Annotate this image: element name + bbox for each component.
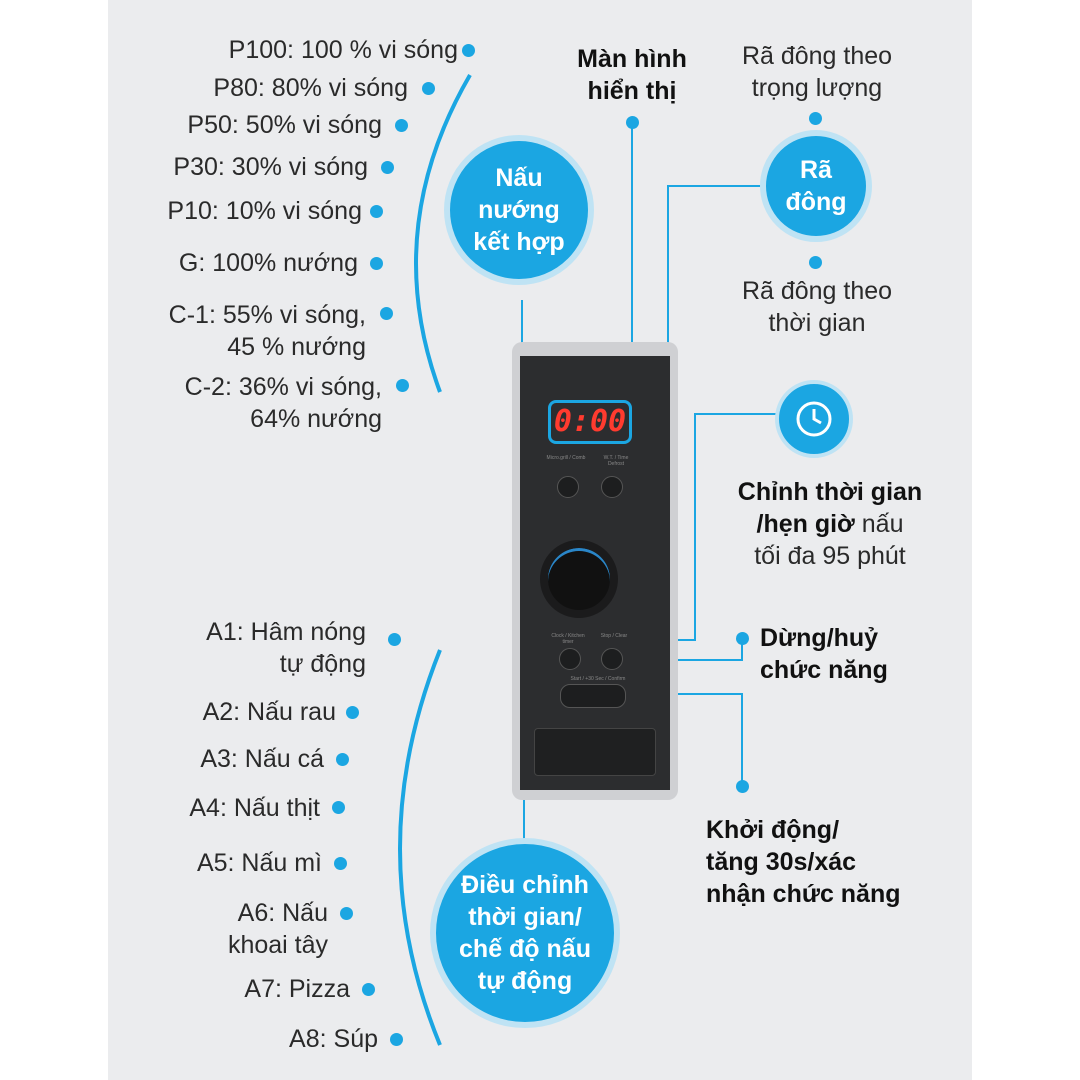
bullet-dot <box>390 1033 403 1046</box>
bullet-dot <box>370 257 383 270</box>
auto-menu: A7: Pizza <box>244 975 350 1003</box>
stop-label: Dừng/huỷ chức năng <box>760 624 888 684</box>
auto-menu: A1: Hâm nóng tự động <box>206 618 366 678</box>
start-label: Khởi động/ tăng 30s/xác nhận chức năng <box>706 816 901 908</box>
bullet-dot <box>626 116 639 129</box>
power-level: P80: 80% vi sóng <box>213 74 408 102</box>
bullet-dot <box>362 983 375 996</box>
btn-label-clock: Clock / Kitchen timer <box>551 633 585 645</box>
combo-cooking-circle: Nấu nướng kết hợp <box>444 135 594 285</box>
stop-button[interactable] <box>601 648 623 670</box>
auto-menu: A2: Nấu rau <box>202 698 336 726</box>
power-level: P50: 50% vi sóng <box>187 111 382 139</box>
auto-menu: A5: Nấu mì <box>196 849 322 877</box>
bullet-dot <box>809 256 822 269</box>
bullet-dot <box>396 379 409 392</box>
defrost-weight-label: Rã đông theo trọng lượng <box>741 42 893 102</box>
auto-menu: A8: Súp <box>289 1025 378 1053</box>
power-level: G: 100% nướng <box>178 249 358 277</box>
dial-circle: Điều chỉnh thời gian/ chế độ nấu tự động <box>430 838 620 1028</box>
start-button[interactable] <box>560 684 626 708</box>
bullet-dot <box>340 907 353 920</box>
bullet-dot <box>462 44 475 57</box>
defrost-circle: Rã đông <box>760 130 872 242</box>
bullet-dot <box>736 632 749 645</box>
bullet-dot <box>370 205 383 218</box>
combo-button[interactable] <box>557 476 579 498</box>
bullet-dot <box>380 307 393 320</box>
btn-label-start: Start / +30 Sec / Confirm <box>570 676 626 682</box>
bullet-dot <box>336 753 349 766</box>
clock-label: Chỉnh thời gian /hẹn giờ nấu tối đa 95 p… <box>712 476 948 572</box>
bullet-dot <box>388 633 401 646</box>
display-label: Màn hình hiển thị <box>577 45 687 105</box>
power-level: P10: 10% vi sóng <box>167 197 362 225</box>
power-level: C-1: 55% vi sóng, 45 % nướng <box>168 301 366 361</box>
auto-menu: A6: Nấu khoai tây <box>227 899 328 959</box>
digital-display: 0:00 <box>548 400 632 444</box>
bullet-dot <box>332 801 345 814</box>
btn-label-combo: Micro.grill / Comb <box>546 455 586 461</box>
btn-label-stop: Stop / Clear <box>600 633 628 639</box>
bullet-dot <box>809 112 822 125</box>
defrost-time-label: Rã đông theo thời gian <box>741 277 893 337</box>
bullet-dot <box>422 82 435 95</box>
clock-icon <box>775 380 853 458</box>
auto-menu: A4: Nấu thịt <box>189 794 320 822</box>
bullet-dot <box>381 161 394 174</box>
bullet-dot <box>395 119 408 132</box>
power-level: C-2: 36% vi sóng, 64% nướng <box>184 373 382 433</box>
door-release[interactable] <box>534 728 656 776</box>
auto-menu: A3: Nấu cá <box>200 745 324 773</box>
defrost-button[interactable] <box>601 476 623 498</box>
clock-button[interactable] <box>559 648 581 670</box>
clock-label-bold: Chỉnh thời gian /hẹn giờ <box>737 478 923 538</box>
clock-label-rest: nấu tối đa 95 phút <box>754 510 906 570</box>
power-level: P30: 30% vi sóng <box>173 153 368 181</box>
control-dial[interactable] <box>540 540 618 618</box>
bullet-dot <box>346 706 359 719</box>
btn-label-defrost: W.T. / Time Defrost <box>603 455 629 467</box>
bullet-dot <box>334 857 347 870</box>
power-level: P100: 100 % vi sóng <box>228 36 458 64</box>
bullet-dot <box>736 780 749 793</box>
